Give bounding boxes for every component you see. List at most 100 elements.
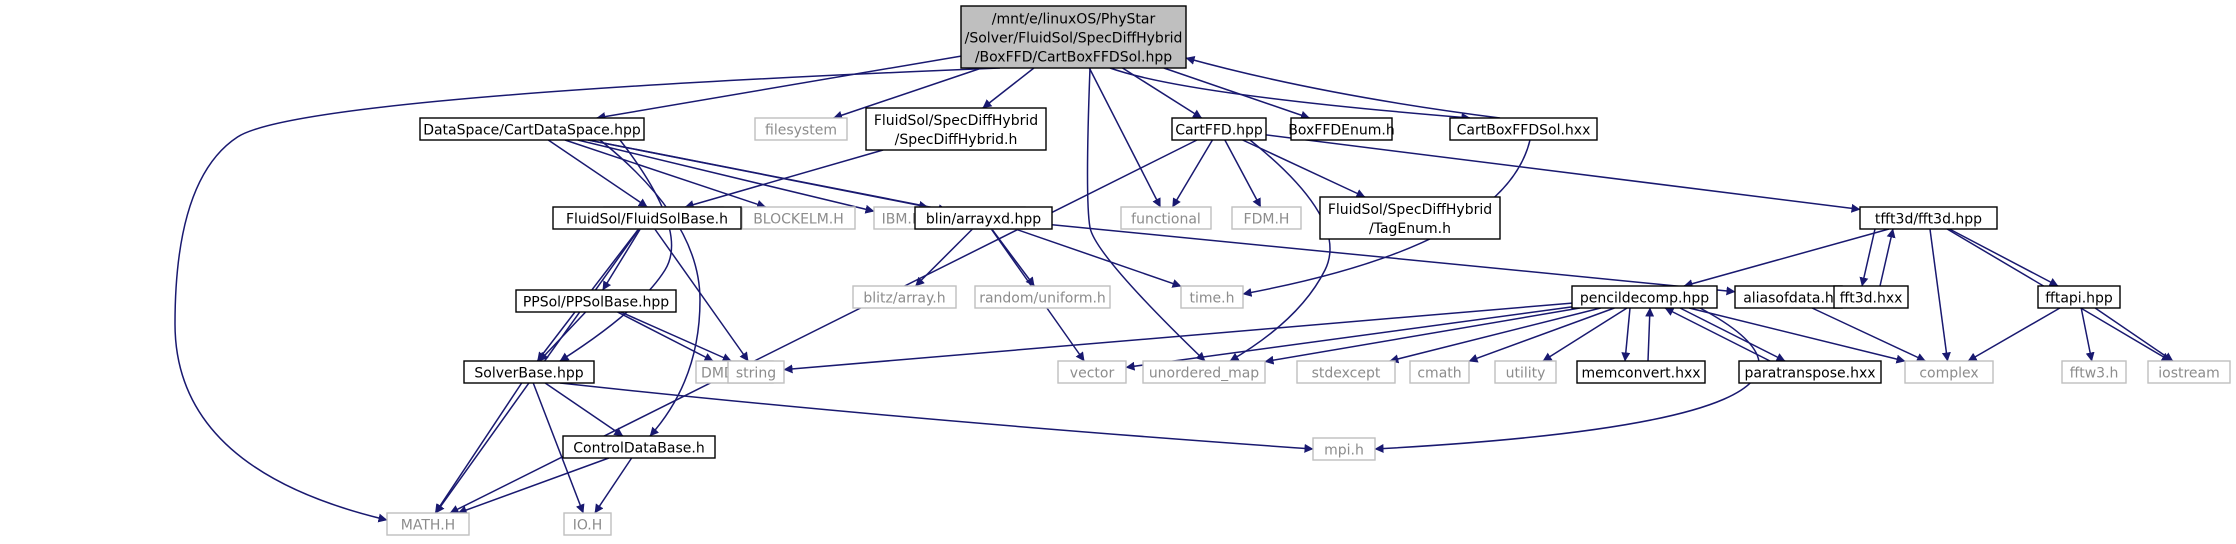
edge-ppsolbase-to-dmdyn: [617, 311, 714, 362]
node-fluidsolbase[interactable]: FluidSol/FluidSolBase.h: [552, 206, 742, 230]
node-box: [1312, 437, 1376, 461]
edge-pencildecomp-to-utility: [1542, 307, 1628, 362]
node-aliasofdata[interactable]: aliasofdata.h: [1734, 285, 1843, 309]
edge-arrayxd-to-aliasofdata: [1051, 223, 1736, 296]
node-box: [1231, 206, 1302, 230]
node-label: memconvert.hxx: [1581, 366, 1700, 382]
edge-cartdataspace-to-blockelm: [564, 139, 766, 209]
node-arrayxd[interactable]: blin/arrayxd.hpp: [914, 206, 1053, 230]
node-label: complex: [1919, 366, 1978, 382]
node-unordered_map: unordered_map: [1142, 360, 1266, 384]
node-label: SolverBase.hpp: [474, 366, 583, 382]
node-label: mpi.h: [1324, 443, 1364, 459]
edge-cartdataspace-to-gsmpi: [547, 139, 648, 208]
edge-solverbase-to-controldatabase: [544, 382, 624, 437]
node-box: [2061, 360, 2127, 384]
node-box: [914, 206, 1053, 230]
node-label: paratranspose.hxx: [1744, 366, 1875, 382]
node-timeh: time.h: [1180, 285, 1244, 309]
node-label: blin/arrayxd.hpp: [926, 212, 1041, 228]
node-box: [2037, 285, 2121, 309]
edge-cartffd-to-fft3d: [1265, 134, 1861, 213]
node-fft3d[interactable]: tfft3d/fft3d.hpp: [1859, 206, 1998, 230]
node-paratranspose[interactable]: paratranspose.hxx: [1738, 360, 1882, 384]
node-memconvert[interactable]: memconvert.hxx: [1576, 360, 1706, 384]
node-label: random/uniform.h: [979, 291, 1106, 307]
node-specdiffhybrid[interactable]: FluidSol/SpecDiffHybrid/SpecDiffHybrid.h: [865, 107, 1047, 151]
edge-fftapi-to-fftw3: [2080, 307, 2095, 362]
node-box: [2147, 360, 2231, 384]
node-box: [1171, 117, 1267, 141]
node-controldatabase[interactable]: ControlDataBase.h: [562, 435, 716, 459]
node-label: PPSol/PPSolBase.hpp: [523, 295, 669, 311]
edge-fluidsolbase-to-string: [654, 228, 749, 362]
edge-cartffd-to-fdm: [1224, 139, 1262, 208]
node-blockelm: BLOCKELM.H: [741, 206, 856, 230]
node-label: stdexcept: [1312, 366, 1381, 382]
node-cartboxffdsolhxx[interactable]: CartBoxFFDSol.hxx: [1449, 117, 1598, 141]
edge-controldatabase-to-mathh: [457, 457, 610, 515]
node-label: functional: [1131, 212, 1201, 228]
edge-fluidsolbase-to-ppsolbase: [602, 228, 641, 291]
node-label: FluidSol/FluidSolBase.h: [566, 212, 728, 228]
node-functional: functional: [1120, 206, 1212, 230]
node-fdm: FDM.H: [1231, 206, 1302, 230]
edge-cartdataspace-to-ibm: [577, 139, 875, 214]
node-box: [562, 435, 716, 459]
node-label: aliasofdata.h: [1743, 291, 1834, 307]
edge-ppsolbase-to-solverbase: [538, 311, 587, 362]
node-cartffd[interactable]: CartFFD.hpp: [1171, 117, 1267, 141]
node-box: [865, 107, 1047, 151]
node-label: pencildecomp.hpp: [1580, 291, 1709, 307]
node-tagenum[interactable]: FluidSol/SpecDiffHybrid/TagEnum.h: [1319, 196, 1501, 240]
node-box: [1859, 206, 1998, 230]
edge-pencildecomp-to-vector: [1125, 306, 1573, 371]
edge-root-to-specdiffhybrid: [982, 67, 1035, 109]
node-label: utility: [1506, 366, 1546, 382]
node-root[interactable]: /mnt/e/linuxOS/PhyStar/Solver/FluidSol/S…: [960, 5, 1187, 69]
node-box: [960, 5, 1187, 69]
node-solverbase[interactable]: SolverBase.hpp: [463, 360, 595, 384]
edge-cartffd-to-tagenum: [1242, 139, 1366, 198]
edge-cartdataspace-to-arrayxd: [587, 139, 929, 210]
node-label: fftw3.h: [2070, 366, 2119, 382]
edge-fft3d-to-fft3dhxx: [1859, 228, 1876, 287]
node-mpih: mpi.h: [1312, 437, 1376, 461]
node-label: /SpecDiffHybrid.h: [895, 132, 1018, 148]
node-fftapi[interactable]: fftapi.hpp: [2037, 285, 2121, 309]
node-box: [1057, 360, 1127, 384]
edge-paratranspose-to-pencildecomp: [1664, 307, 1771, 362]
edge-root-to-functional: [1088, 67, 1162, 208]
node-label: CartBoxFFDSol.hxx: [1457, 123, 1591, 139]
node-label: MATH.H: [401, 518, 455, 534]
node-label: time.h: [1190, 291, 1235, 307]
node-label: IO.H: [573, 518, 603, 534]
node-box: [1290, 117, 1393, 141]
node-fft3dhxx[interactable]: fft3d.hxx: [1833, 285, 1909, 309]
node-label: FluidSol/SpecDiffHybrid: [1328, 202, 1492, 218]
node-pencildecomp[interactable]: pencildecomp.hpp: [1571, 285, 1718, 309]
edge-fftapi-to-complex: [1967, 307, 2061, 362]
edge-specdiffhybrid-to-fluidsolbase: [684, 149, 884, 209]
edge-root-to-unordered_map: [1086, 67, 1206, 362]
edge-fft3dhxx-to-fft3d: [1879, 228, 1896, 287]
node-box: [727, 360, 785, 384]
node-utility: utility: [1494, 360, 1557, 384]
edge-fft3d-to-complex: [1929, 228, 1951, 362]
edge-root-to-boxffdenum: [1163, 67, 1310, 120]
node-box: [419, 117, 645, 141]
node-cartdataspace[interactable]: DataSpace/CartDataSpace.hpp: [419, 117, 645, 141]
edge-pencildecomp-to-cmath: [1468, 307, 1615, 363]
node-label: fftapi.hpp: [2045, 291, 2113, 307]
edge-pencildecomp-to-string: [783, 302, 1573, 374]
edge-pencildecomp-to-complex: [1688, 307, 1906, 364]
node-ppsolbase[interactable]: PPSol/PPSolBase.hpp: [515, 289, 677, 313]
node-box: [1571, 285, 1718, 309]
node-label: fft3d.hxx: [1840, 291, 1903, 307]
edge-fftapi-to-iostream: [2094, 307, 2174, 362]
edge-root-to-cartboxffdsolhxx: [1109, 67, 1471, 122]
node-label: vector: [1070, 366, 1115, 382]
node-label: FDM.H: [1244, 212, 1290, 228]
node-boxffdenum[interactable]: BoxFFDEnum.h: [1288, 117, 1395, 141]
edge-root-to-filesystem: [833, 67, 982, 120]
